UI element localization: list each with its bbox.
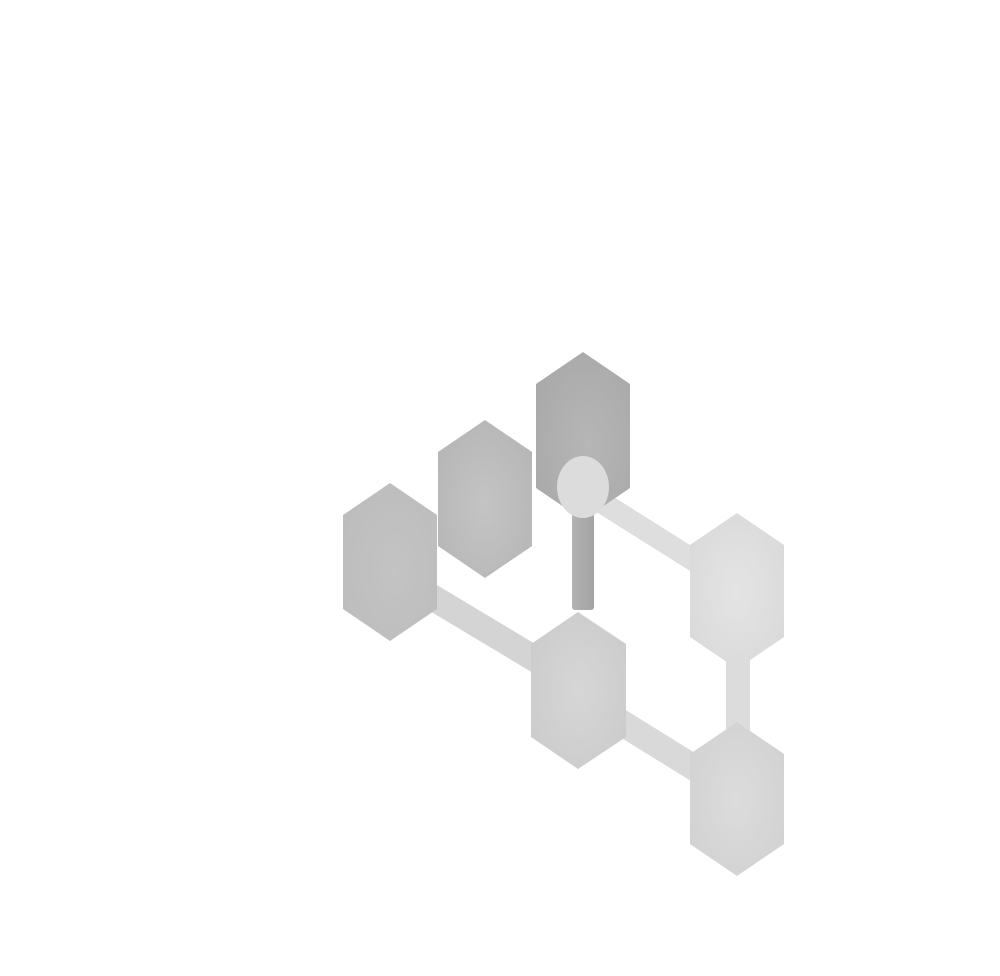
knob-circle (557, 456, 609, 518)
stem-bar (572, 500, 594, 610)
hexagon-right (690, 513, 784, 669)
hexagon-top-left (438, 420, 532, 578)
hexagon-left (343, 483, 437, 641)
hexagon-bottom (690, 722, 784, 876)
hexagon-center (531, 612, 626, 769)
